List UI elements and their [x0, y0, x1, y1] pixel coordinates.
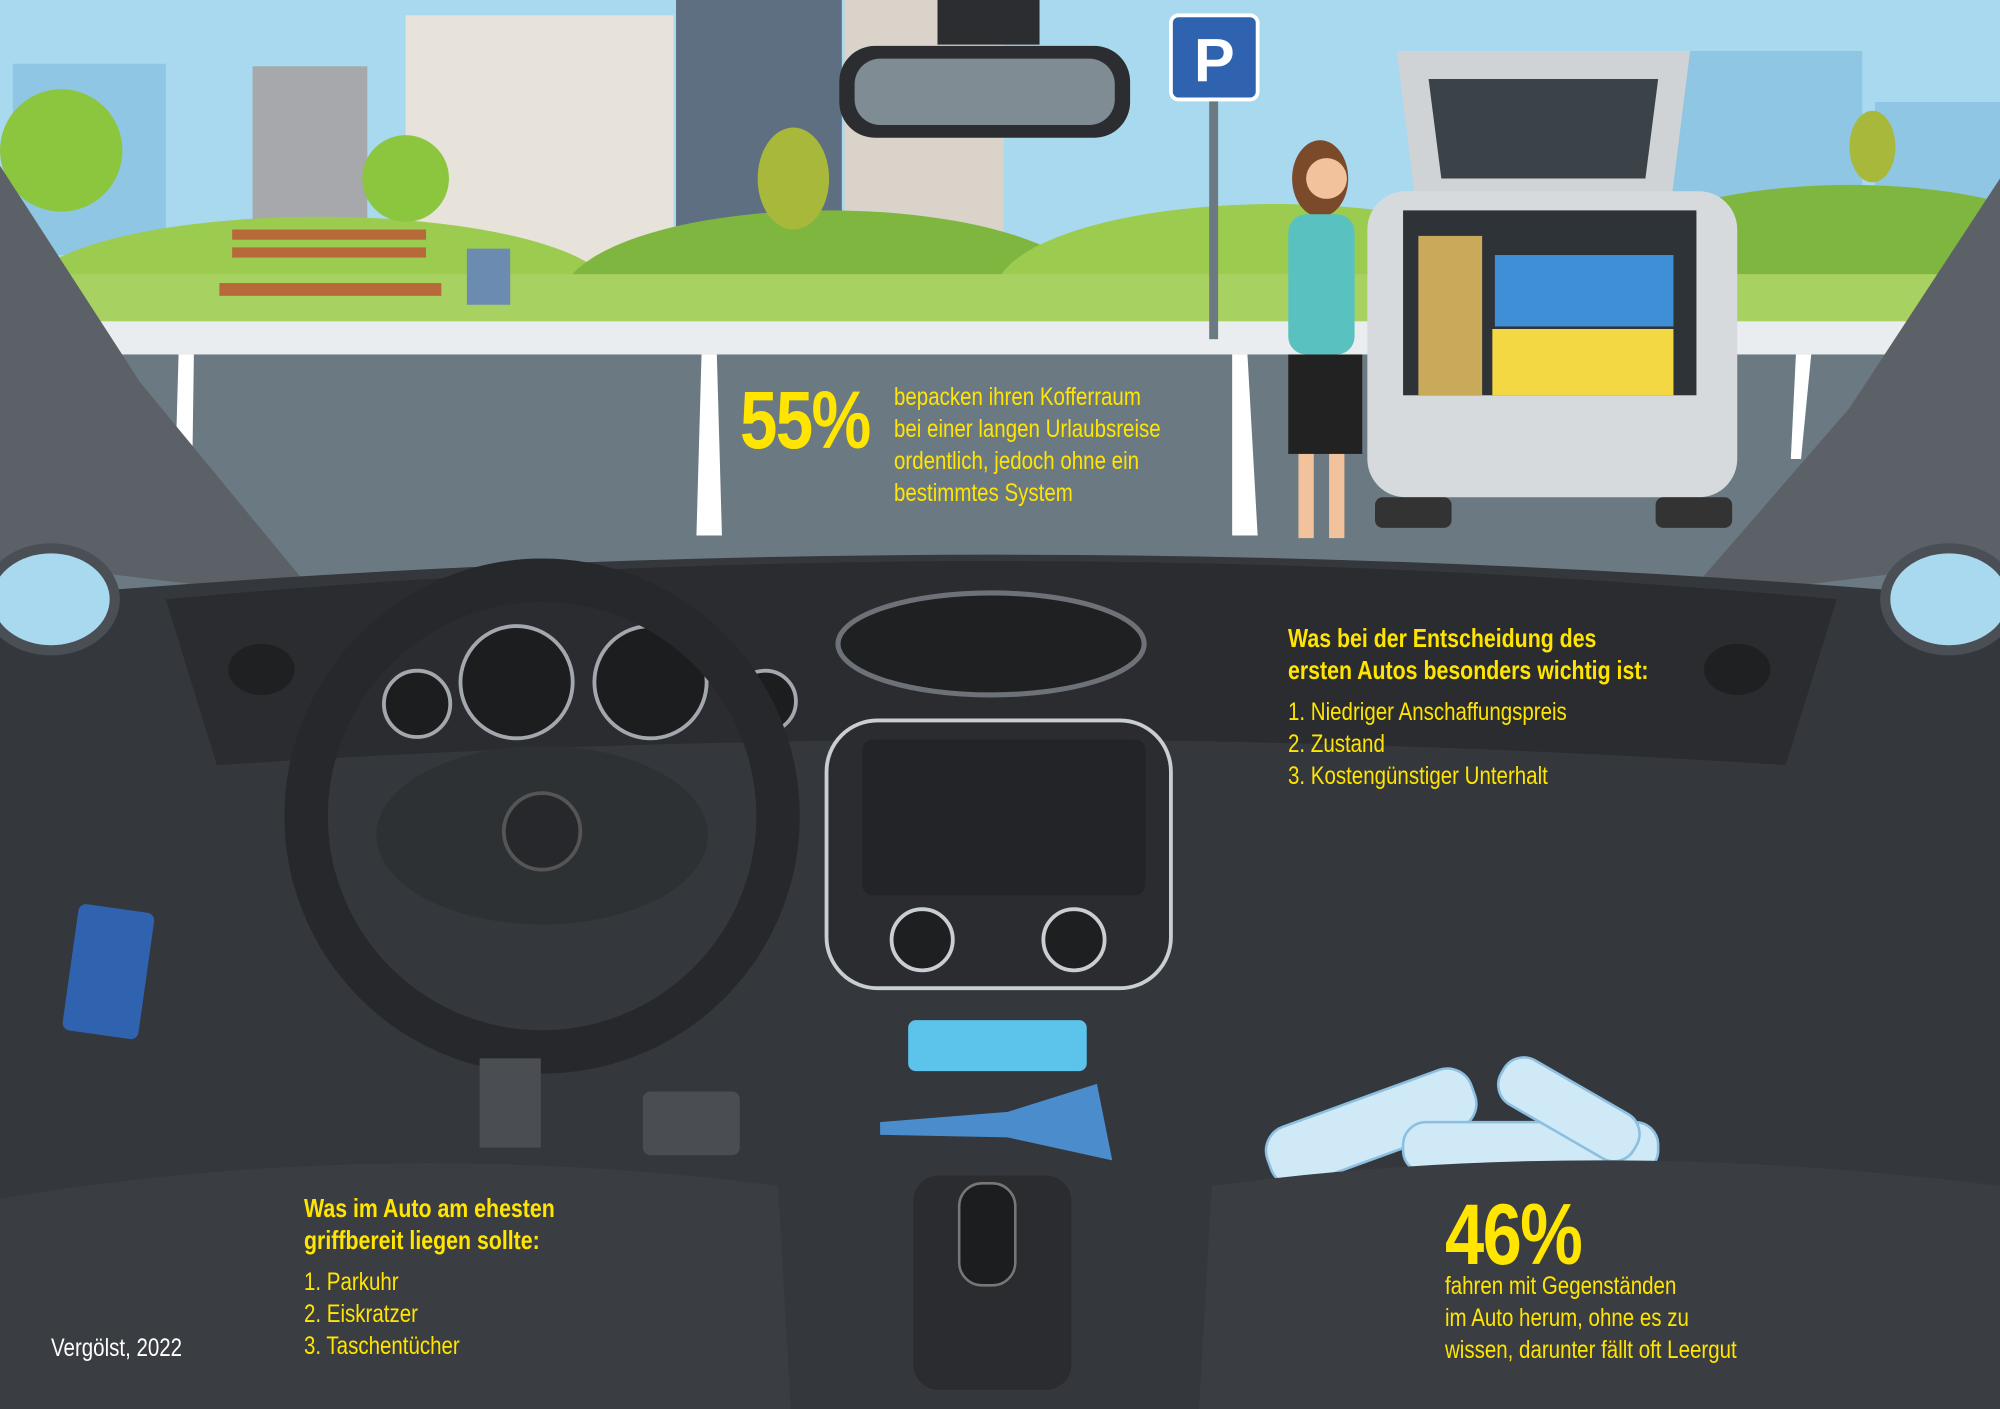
- infotainment-screen: [862, 739, 1146, 896]
- tree: [1849, 110, 1896, 183]
- pedal: [479, 1058, 541, 1148]
- within-reach-item: 1. Parkuhr: [304, 1268, 399, 1296]
- instrument-cluster: [382, 624, 798, 741]
- woman-figure: [1288, 140, 1363, 539]
- parking-sign-letter: P: [1194, 27, 1235, 95]
- source-credit: Vergölst, 2022: [51, 1334, 183, 1362]
- stat-trunk-value: 55%: [740, 375, 871, 466]
- ice-scraper: [880, 1083, 1113, 1161]
- stat-trunk-line: bei einer langen Urlaubsreise: [894, 415, 1161, 443]
- climate-knob-left: [889, 907, 955, 973]
- stat-trunk-text: bepacken ihren Kofferraum bei einer lang…: [894, 381, 1161, 509]
- air-vent-right: [1704, 643, 1771, 695]
- a-pillar-left: [0, 165, 319, 600]
- tree: [362, 135, 449, 222]
- stat-trunk-line: ordentlich, jedoch ohne ein: [894, 447, 1140, 475]
- a-pillar-right: [1683, 178, 2000, 600]
- climate-knob-right: [1041, 907, 1107, 973]
- parking-sign-pole: [1209, 89, 1219, 340]
- trash-bin: [466, 248, 511, 305]
- mirror-glass: [854, 58, 1115, 125]
- air-vent-center: [835, 590, 1147, 698]
- side-mirror-right: [1880, 543, 2000, 656]
- first-car-heading: Was bei der Entscheidung des: [1288, 623, 1597, 653]
- within-reach-item: 2. Eiskratzer: [304, 1300, 418, 1328]
- air-vent-left: [228, 643, 295, 695]
- pedal: [642, 1091, 740, 1156]
- first-car-heading: ersten Autos besonders wichtig ist:: [1288, 655, 1649, 685]
- first-car-item: 2. Zustand: [1288, 730, 1385, 758]
- parking-disc: [62, 904, 155, 1040]
- stat-trunk-line: bestimmtes System: [894, 479, 1073, 507]
- tree: [757, 127, 830, 230]
- within-reach-heading: Was im Auto am ehesten: [304, 1193, 555, 1223]
- first-car-item: 1. Niedriger Anschaffungspreis: [1288, 698, 1567, 726]
- gear-shifter: [957, 1182, 1017, 1287]
- stat-items-value: 46%: [1445, 1187, 1583, 1283]
- car-open-trunk: [1367, 51, 1738, 528]
- seat-right: [1198, 1160, 2000, 1409]
- building: [252, 66, 368, 245]
- first-car-block: Was bei der Entscheidung des ersten Auto…: [1288, 622, 1649, 792]
- stat-items-line: wissen, darunter fällt oft Leergut: [1445, 1336, 1737, 1364]
- within-reach-heading: griffbereit liegen sollte:: [304, 1225, 540, 1255]
- stat-trunk-line: bepacken ihren Kofferraum: [894, 383, 1141, 411]
- parking-sign: [1169, 13, 1260, 102]
- stat-items-line: fahren mit Gegenständen: [1445, 1272, 1677, 1300]
- within-reach-item: 3. Taschentücher: [304, 1332, 460, 1360]
- tissue-box: [908, 1020, 1087, 1072]
- horn-icon: [501, 791, 583, 872]
- stat-items-text: fahren mit Gegenständen im Auto herum, o…: [1445, 1270, 1737, 1366]
- side-mirror-left: [0, 543, 120, 656]
- tree: [0, 89, 123, 212]
- water-bottles: [1264, 1056, 1660, 1188]
- seat-left: [0, 1163, 791, 1409]
- rearview-mirror-mount: [937, 0, 1040, 45]
- stat-items-line: im Auto herum, ohne es zu: [1445, 1304, 1689, 1332]
- first-car-item: 3. Kostengünstiger Unterhalt: [1288, 762, 1548, 790]
- steering-wheel: [284, 558, 800, 1074]
- bench: [219, 229, 442, 296]
- within-reach-block: Was im Auto am ehesten griffbereit liege…: [304, 1192, 555, 1362]
